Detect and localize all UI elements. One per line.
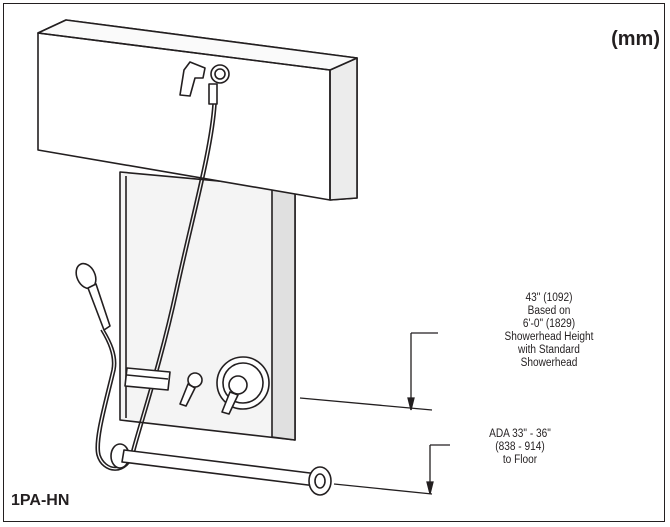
dimension-lines — [299, 332, 450, 495]
note-line: with Standard — [518, 344, 580, 356]
valve-trim — [179, 356, 270, 415]
ada-height-note: ADA 33" - 36" (838 - 914) to Floor — [458, 428, 581, 467]
note-line: Based on — [527, 305, 571, 317]
showerhead-height-note: 43" (1092) Based on 6'-0" (1829) Showerh… — [457, 292, 642, 370]
hand-shower — [75, 262, 111, 331]
grab-bar — [110, 443, 332, 496]
note-line: to Floor — [502, 454, 538, 466]
note-line: ADA 33" - 36" — [489, 428, 551, 440]
note-line: 6'-0" (1829) — [522, 318, 576, 330]
note-line: (838 - 914) — [495, 441, 545, 453]
note-line: Showerhead — [520, 357, 578, 369]
soap-dish — [124, 367, 171, 391]
top-header-box — [37, 19, 358, 201]
units-label: (mm) — [611, 28, 660, 50]
model-label: 1PA-HN — [11, 492, 70, 509]
note-line: Showerhead Height — [504, 331, 594, 343]
hose — [95, 103, 217, 471]
note-line: 43" (1092) — [525, 292, 573, 304]
